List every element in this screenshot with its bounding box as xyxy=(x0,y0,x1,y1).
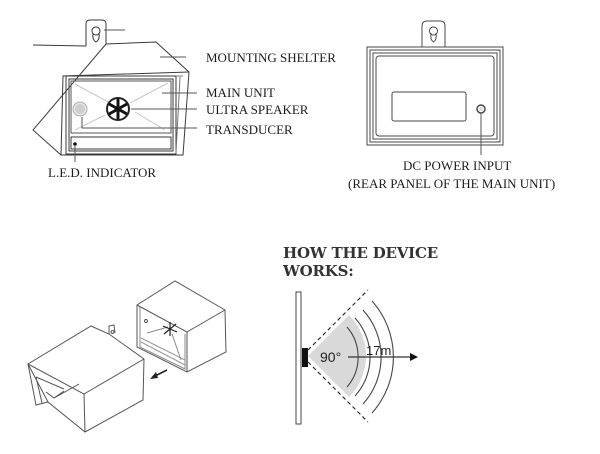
ultra-speaker-icon xyxy=(106,97,130,121)
range-arrow xyxy=(348,353,418,361)
wall xyxy=(295,291,302,425)
label-ultra-speaker: ULTRA SPEAKER xyxy=(206,102,309,117)
exploded-speaker-icon xyxy=(162,322,178,336)
angle-label: 90° xyxy=(320,349,342,365)
label-rear-panel-note: (REAR PANEL OF THE MAIN UNIT) xyxy=(348,176,556,191)
leader-transducer xyxy=(81,117,197,129)
how-it-works-title-line2: WORKS: xyxy=(283,262,354,280)
device-on-wall xyxy=(302,348,308,367)
shelter-exploded-tab xyxy=(108,324,116,334)
rear-keyhole-slot-icon xyxy=(428,26,438,43)
range-label: 17m xyxy=(366,343,392,358)
led-strip xyxy=(70,136,172,150)
rear-panel-outer xyxy=(366,46,504,146)
label-mounting-shelter: MOUNTING SHELTER xyxy=(206,50,336,65)
main-unit-frame xyxy=(65,75,177,155)
label-main-unit: MAIN UNIT xyxy=(206,85,275,100)
rear-label-window xyxy=(391,91,467,122)
label-transducer: TRANSDUCER xyxy=(206,122,293,137)
led-indicator-dot xyxy=(73,142,77,146)
insert-arrow-icon xyxy=(150,369,168,379)
shelter-exploded xyxy=(27,325,145,433)
hanging-tab xyxy=(85,19,107,46)
rear-hanging-tab xyxy=(421,20,446,47)
coverage-boundary-top xyxy=(307,289,369,351)
keyhole-slot-icon xyxy=(91,26,101,43)
how-it-works-title: HOW THE DEVICE WORKS: xyxy=(283,244,438,280)
mounting-shelter xyxy=(32,41,190,156)
label-led-indicator: L.E.D. INDICATOR xyxy=(48,165,157,180)
label-dc-power-input: DC POWER INPUT xyxy=(403,158,512,173)
coverage-area xyxy=(308,315,366,397)
how-it-works-title-line1: HOW THE DEVICE xyxy=(283,244,438,262)
coverage-boundary-bottom xyxy=(307,361,369,423)
main-unit-exploded xyxy=(136,280,227,373)
